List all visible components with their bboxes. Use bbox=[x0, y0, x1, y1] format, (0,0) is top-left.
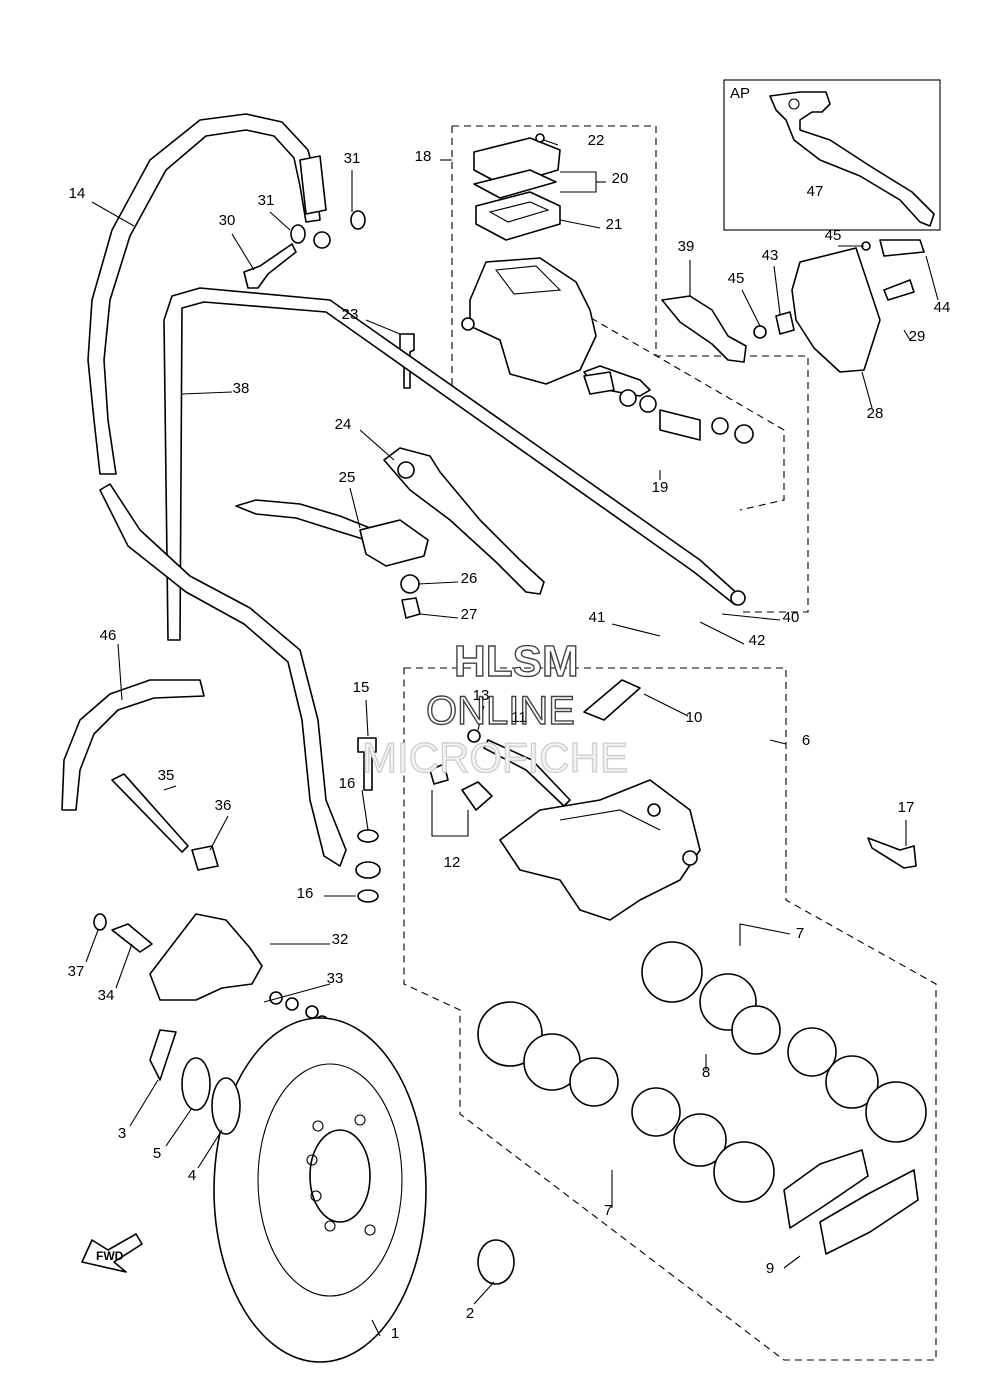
callout-c44: 44 bbox=[934, 299, 951, 316]
callout-c29: 29 bbox=[909, 328, 926, 345]
bolt-15 bbox=[355, 737, 381, 903]
callout-c10: 10 bbox=[686, 709, 703, 726]
callout-c7b: 7 bbox=[604, 1202, 612, 1219]
pedal-and-bracket bbox=[661, 239, 925, 373]
callout-c39: 39 bbox=[678, 238, 695, 255]
callout-c28: 28 bbox=[867, 405, 884, 422]
callout-c3: 3 bbox=[118, 1125, 126, 1142]
callout-c6: 6 bbox=[802, 732, 810, 749]
callout-c1: 1 bbox=[391, 1325, 399, 1342]
callout-c45a: 45 bbox=[825, 227, 842, 244]
collar-2 bbox=[477, 1239, 515, 1285]
watermark-line3: MICROFICHE bbox=[362, 734, 628, 781]
brake-disc bbox=[213, 1017, 427, 1363]
callout-c42: 42 bbox=[749, 632, 766, 649]
callout-c17: 17 bbox=[898, 799, 915, 816]
callout-c14: 14 bbox=[69, 185, 86, 202]
callout-c16a: 16 bbox=[339, 775, 356, 792]
callout-c7a: 7 bbox=[796, 925, 804, 942]
callout-c37: 37 bbox=[68, 963, 85, 980]
callout-c21: 21 bbox=[606, 216, 623, 233]
group-6-outline bbox=[403, 667, 937, 1361]
banjo-bolts bbox=[243, 210, 366, 289]
hose-main bbox=[99, 483, 347, 867]
callout-c12: 12 bbox=[444, 854, 461, 871]
callout-c40: 40 bbox=[783, 609, 800, 626]
callout-c31a: 31 bbox=[344, 150, 361, 167]
piston-kit bbox=[583, 371, 754, 444]
pistons-upper bbox=[641, 941, 927, 1143]
reservoir-hose bbox=[235, 499, 429, 619]
rear-caliper-pins bbox=[93, 773, 219, 953]
rear-caliper bbox=[149, 913, 263, 1001]
callout-c4: 4 bbox=[188, 1167, 196, 1184]
watermark-line2: ONLINE bbox=[426, 689, 575, 733]
group-19-outline bbox=[559, 299, 785, 511]
brake-pads bbox=[783, 1149, 919, 1255]
watermark: HLSM ONLINE MICROFICHE bbox=[361, 636, 628, 781]
callout-c8: 8 bbox=[702, 1064, 710, 1081]
callout-c30: 30 bbox=[219, 212, 236, 229]
caliper-hardware bbox=[429, 679, 641, 811]
callout-c47: 47 bbox=[807, 183, 824, 200]
hose-14 bbox=[87, 113, 321, 475]
callout-c11: 11 bbox=[511, 709, 527, 726]
callout-c16b: 16 bbox=[297, 885, 314, 902]
forward-arrow: FWD bbox=[81, 1233, 143, 1273]
front-caliper bbox=[499, 779, 701, 921]
callout-c43: 43 bbox=[762, 247, 779, 264]
callout-c41: 41 bbox=[589, 609, 606, 626]
callout-c20: 20 bbox=[612, 170, 629, 187]
callout-c5: 5 bbox=[153, 1145, 161, 1162]
dust-boot bbox=[61, 679, 205, 811]
callout-c9: 9 bbox=[766, 1260, 774, 1277]
callout-c36: 36 bbox=[215, 797, 232, 814]
cable-38 bbox=[163, 287, 741, 641]
callout-c15: 15 bbox=[353, 679, 370, 696]
inset-label: AP bbox=[730, 85, 750, 102]
callout-c2: 2 bbox=[466, 1305, 474, 1322]
inset-lever bbox=[769, 91, 935, 227]
callout-c19: 19 bbox=[652, 479, 669, 496]
leader-lines bbox=[85, 139, 939, 1337]
callout-c22: 22 bbox=[588, 132, 605, 149]
callout-c35: 35 bbox=[158, 767, 175, 784]
callout-c26: 26 bbox=[461, 570, 478, 587]
callout-c31b: 31 bbox=[258, 192, 275, 209]
bolt-17 bbox=[867, 837, 917, 869]
callout-c18: 18 bbox=[415, 148, 432, 165]
callout-c25: 25 bbox=[339, 469, 356, 486]
callout-c23: 23 bbox=[342, 306, 359, 323]
watermark-line1: HLSM bbox=[454, 637, 579, 686]
callout-numbers: 1234567789101112131415161617181920212223… bbox=[68, 132, 951, 1342]
master-cylinder bbox=[461, 257, 651, 397]
pistons-lower bbox=[477, 1001, 775, 1203]
hose-14-fitting bbox=[299, 155, 327, 215]
callout-c13: 13 bbox=[473, 687, 490, 704]
callout-c46: 46 bbox=[100, 627, 117, 644]
hub-small-parts bbox=[149, 1029, 241, 1135]
callout-c34: 34 bbox=[98, 987, 115, 1004]
callout-c45b: 45 bbox=[728, 270, 745, 287]
callout-c27: 27 bbox=[461, 606, 478, 623]
reservoir-cap-parts bbox=[473, 133, 561, 241]
lever-and-bolt bbox=[383, 333, 545, 595]
forward-arrow-label: FWD bbox=[96, 1249, 124, 1263]
callout-c38: 38 bbox=[233, 380, 250, 397]
callout-c33: 33 bbox=[327, 970, 344, 987]
callout-c32: 32 bbox=[332, 931, 349, 948]
inset-ap: AP bbox=[723, 79, 941, 231]
callout-c24: 24 bbox=[335, 416, 352, 433]
